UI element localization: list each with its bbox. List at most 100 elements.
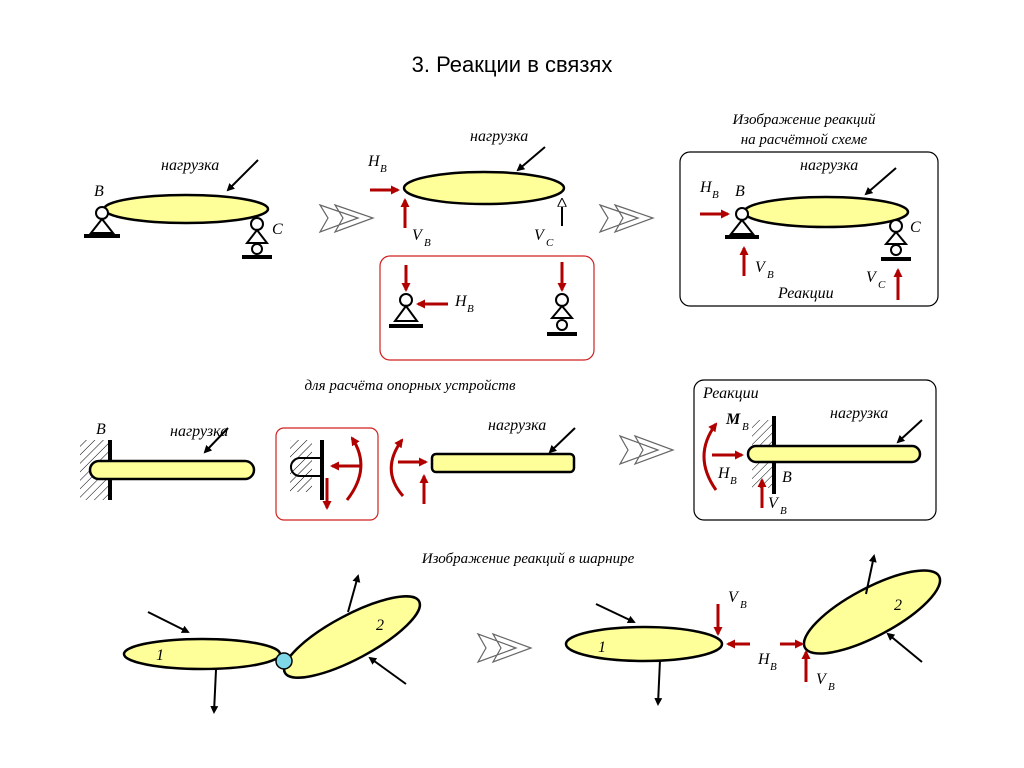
load-arrow	[368, 656, 407, 685]
row2-cantilever: нагрузка B	[80, 421, 256, 500]
label-sub-b: B	[742, 421, 749, 433]
label-sub-b: B	[424, 237, 431, 249]
support-triangle	[728, 218, 756, 235]
scheme-caption-line2: на расчётной схеме	[741, 132, 868, 148]
label-sub-b: B	[780, 505, 787, 517]
roller-wheel	[556, 319, 568, 331]
label-b: B	[735, 183, 745, 200]
load-label: нагрузка	[470, 128, 528, 145]
panel-frame	[693, 379, 937, 521]
force-arrow	[654, 659, 663, 706]
label-sub-b: B	[770, 661, 777, 673]
label-h: H	[757, 651, 771, 668]
label-v: V	[816, 671, 828, 688]
part-1-label: 1	[598, 639, 606, 656]
label-sub-c: C	[546, 237, 554, 249]
label-b: B	[96, 421, 106, 438]
beam	[402, 170, 566, 206]
support-triangle	[393, 304, 419, 322]
load-label: нагрузка	[830, 405, 888, 422]
beam	[746, 444, 922, 464]
reactions-scheme-panel: Изображение реакций на расчётной схеме н…	[679, 112, 939, 307]
label-h: H	[717, 465, 731, 482]
load-arrow	[595, 603, 636, 624]
reaction-moment	[345, 436, 363, 501]
label-sub-c: C	[878, 279, 886, 291]
pin-support	[399, 293, 413, 307]
support-caption: для расчёта опорных устройств	[304, 378, 516, 394]
force-arrow	[347, 574, 361, 613]
cantilever-reactions-panel: Реакции нагрузка M B H B B V B	[693, 379, 937, 521]
label-sub-b: B	[767, 269, 774, 281]
beam	[742, 195, 910, 229]
beam	[102, 193, 270, 225]
label-c: C	[272, 221, 283, 238]
label-v: V	[412, 227, 424, 244]
load-arrow	[896, 419, 923, 444]
load-label: нагрузка	[161, 157, 219, 174]
hinge-joint	[275, 652, 293, 670]
load-arrow	[864, 167, 897, 196]
support-triangle	[549, 304, 575, 319]
transition-arrow	[598, 203, 655, 234]
scheme-caption-line1: Изображение реакций	[731, 112, 876, 128]
label-v: V	[755, 259, 767, 276]
page-title: 3. Реакции в связях	[412, 52, 613, 77]
load-arrow	[886, 632, 923, 663]
roller-support-c	[250, 217, 264, 231]
red-frame	[379, 255, 595, 361]
transition-arrow	[476, 632, 533, 664]
load-arrow	[147, 611, 190, 633]
roller-support-c	[889, 219, 903, 233]
row3-hinge-free-bodies: V B H B V B 1 2	[564, 554, 942, 706]
label-b: B	[94, 183, 104, 200]
reactions-label: Реакции	[777, 285, 834, 302]
reaction-moment	[702, 422, 718, 491]
label-h: H	[454, 293, 468, 310]
label-h: H	[367, 153, 381, 170]
body-1	[122, 637, 282, 671]
support-triangle	[244, 228, 270, 244]
label-sub-b: B	[712, 189, 719, 201]
row3-hinge-assembly: 1 2	[122, 574, 422, 714]
load-arrow	[203, 427, 229, 454]
part-2-label: 2	[894, 597, 902, 614]
label-v: V	[866, 269, 878, 286]
red-frame	[275, 427, 379, 521]
label-sub-b: B	[467, 303, 474, 315]
beam	[88, 459, 256, 481]
label-v: V	[534, 227, 546, 244]
row2-free-body: нагрузка	[389, 417, 576, 504]
load-arrow	[226, 159, 259, 192]
force-arrow	[865, 554, 877, 595]
part-1-label: 1	[156, 647, 164, 664]
support-triangle	[883, 230, 909, 245]
load-label: нагрузка	[800, 157, 858, 174]
label-v: V	[728, 589, 740, 606]
pin-support-b	[95, 206, 109, 220]
load-arrow	[548, 427, 576, 454]
pin-support-b	[735, 207, 749, 221]
hinge-caption: Изображение реакций в шарнире	[421, 551, 635, 567]
beam-stub	[290, 457, 322, 477]
body-2	[282, 595, 422, 679]
label-c: C	[910, 219, 921, 236]
label-sub-b: B	[740, 599, 747, 611]
clamp-detail-panel	[275, 427, 379, 521]
row1-free-body: нагрузка H B V B V C	[367, 128, 564, 249]
panel-frame	[679, 151, 939, 307]
roller-wheel	[251, 243, 263, 255]
wall-hatch	[290, 440, 312, 492]
label-v: V	[768, 495, 780, 512]
body-1	[564, 625, 724, 663]
load-label: нагрузка	[488, 417, 546, 434]
support-detail-panel: H B	[379, 255, 595, 361]
row1-beam-scheme: нагрузка B C	[84, 157, 283, 259]
load-arrow	[516, 146, 546, 172]
reaction-moment	[389, 438, 405, 497]
roller-wheel	[890, 244, 902, 256]
body-2	[802, 569, 942, 655]
label-sub-b: B	[828, 681, 835, 693]
reactions-label: Реакции	[702, 385, 759, 402]
